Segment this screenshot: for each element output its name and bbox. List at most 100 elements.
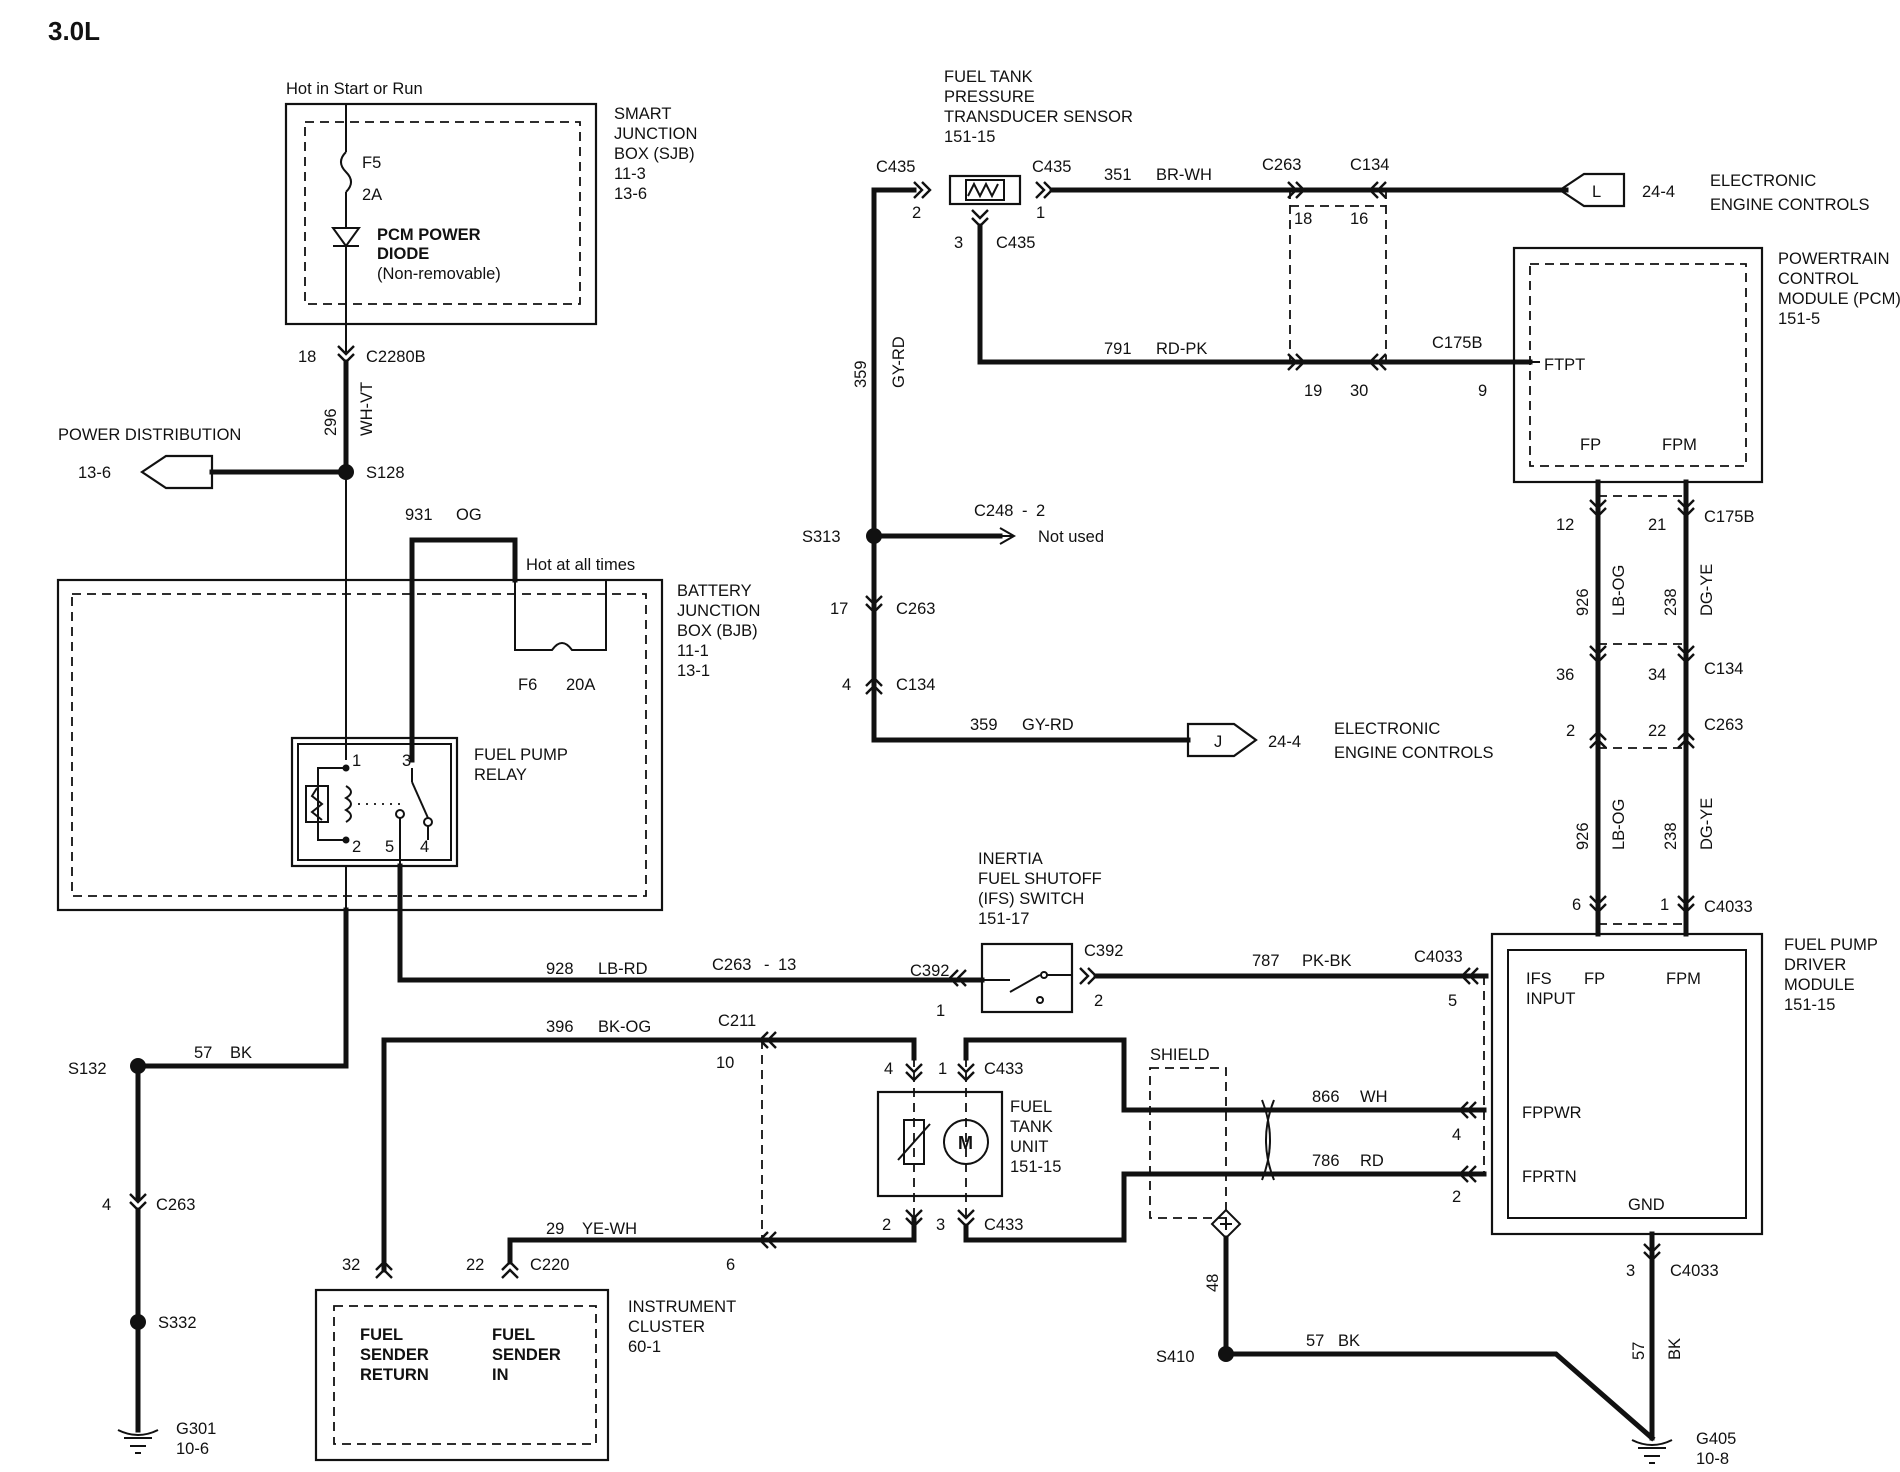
wire-866-pin: 4 — [1452, 1126, 1461, 1144]
wire-359-h-number: 359 — [970, 716, 998, 734]
wire-791-pin-9: 9 — [1478, 382, 1487, 400]
relay-resistor-icon — [305, 785, 329, 823]
fuse-f6-rating: 20A — [566, 676, 595, 694]
eec-j-ref: 24-4 — [1268, 733, 1301, 751]
fuel-tank-pressure-transducer-sensor: FUEL TANK PRESSURE TRANSDUCER SENSOR 151… — [876, 68, 1133, 252]
c433-bottom-label: C433 — [984, 1216, 1023, 1234]
ifs-name-4: 151-17 — [978, 910, 1029, 928]
splice-s313-label: S313 — [802, 528, 841, 546]
relay-pin-2: 2 — [352, 838, 361, 856]
c263-fp-connector-icon — [1589, 730, 1607, 749]
fpdm-name-2: DRIVER — [1784, 956, 1846, 974]
wire-928-dash: - — [764, 956, 770, 974]
smart-junction-box: Hot in Start or Run SMART JUNCTION BOX (… — [284, 80, 697, 366]
fuel-tank-unit-name-2: TANK — [1010, 1118, 1053, 1136]
c134-mid-label: C134 — [896, 676, 935, 694]
c4033-fpm-connector-icon — [1677, 895, 1695, 914]
page-title: 3.0L — [48, 16, 100, 46]
ifs-switch-icon — [1009, 974, 1041, 993]
fpdm-fprtn: FPRTN — [1522, 1168, 1577, 1186]
relay-pin-4: 4 — [420, 838, 429, 856]
sjb-name-1: SMART — [614, 105, 671, 123]
c175b-right-label: C175B — [1704, 508, 1754, 526]
sjb-name-5: 13-6 — [614, 185, 647, 203]
c263-right-label: C263 — [1704, 716, 1743, 734]
wire-866-color: WH — [1360, 1088, 1388, 1106]
eec-j-flag — [1186, 722, 1258, 758]
c435-bottom-pin: 3 — [954, 234, 963, 252]
eec-l-flag — [1558, 172, 1626, 208]
wire-928-number: 928 — [546, 960, 574, 978]
wire-396-connector: C211 — [718, 1012, 756, 1030]
ftpt-name-2: PRESSURE — [944, 88, 1035, 106]
wire-931-color: OG — [456, 506, 482, 524]
fuel-tank-unit-name-3: UNIT — [1010, 1138, 1049, 1156]
eec-j-name-2: ENGINE CONTROLS — [1334, 744, 1494, 762]
ftpt-name-3: TRANSDUCER SENSOR — [944, 108, 1133, 126]
fpdm-gnd: GND — [1628, 1196, 1665, 1214]
c134-pin-34: 34 — [1648, 666, 1666, 684]
c4033-pin-1: 1 — [1660, 896, 1669, 914]
c433-pin1-connector-icon — [957, 1063, 975, 1082]
cluster-name-3: 60-1 — [628, 1338, 661, 1356]
fuel-tank-unit-name-4: 151-15 — [1010, 1158, 1061, 1176]
sjb-hot-note: Hot in Start or Run — [286, 80, 423, 98]
wire-296-color: WH-VT — [358, 382, 376, 436]
c134-pin-36: 36 — [1556, 666, 1574, 684]
c433-pin4-connector-icon — [905, 1063, 923, 1082]
wire-791-pin-19: 19 — [1304, 382, 1322, 400]
pcm-fpm: FPM — [1662, 436, 1697, 454]
ftpt-name-1: FUEL TANK — [944, 68, 1033, 86]
inertia-fuel-shutoff-switch: INERTIA FUEL SHUTOFF (IFS) SWITCH 151-17… — [910, 850, 1123, 1020]
wire-787-connector: C4033 — [1414, 948, 1463, 966]
c433-top-label: C433 — [984, 1060, 1023, 1078]
eec-l-ref: 24-4 — [1642, 183, 1675, 201]
ground-g301-icon — [117, 1429, 159, 1454]
c134-fpm-connector-icon — [1677, 645, 1695, 664]
power-distribution-flag — [140, 454, 214, 490]
wire-359-vert-color: GY-RD — [890, 336, 908, 388]
c4033-bottom-pin: 3 — [1626, 1262, 1635, 1280]
c263-pin-2: 2 — [1566, 722, 1575, 740]
wire-791-pin-30: 30 — [1350, 382, 1368, 400]
c263-mid-pin: 17 — [830, 600, 848, 618]
battery-junction-box: BATTERY JUNCTION BOX (BJB) 11-1 13-1 Hot… — [56, 556, 760, 912]
wire-351-pin-18: 18 — [1294, 210, 1312, 228]
c263-pin-22: 22 — [1648, 722, 1666, 740]
sjb-name-4: 11-3 — [614, 165, 646, 183]
diode-label-3: (Non-removable) — [377, 265, 501, 283]
c433-bottom-pin-2: 2 — [882, 1216, 891, 1234]
c4033-bottom-connector-icon — [1643, 1243, 1661, 1262]
twisted-pair-icon — [1261, 1099, 1275, 1181]
ifs-name-2: FUEL SHUTOFF — [978, 870, 1102, 888]
fuel-pump-motor-label: M — [958, 1133, 973, 1153]
c248-note: Not used — [1038, 528, 1104, 546]
wire-396-number: 396 — [546, 1018, 574, 1036]
c392-right-pin: 2 — [1094, 992, 1103, 1010]
bjb-name-2: JUNCTION — [677, 602, 760, 620]
wire-928-connector: C263 — [712, 956, 751, 974]
wire-787-number: 787 — [1252, 952, 1280, 970]
wire-396-color: BK-OG — [598, 1018, 651, 1036]
c433-top-pin-1: 1 — [938, 1060, 947, 1078]
fpdm-name-3: MODULE — [1784, 976, 1855, 994]
wire-57-left-number: 57 — [194, 1044, 212, 1062]
relay-coil-icon — [344, 785, 352, 823]
relay-switch-icon — [411, 781, 429, 819]
c134-right-label: C134 — [1704, 660, 1743, 678]
bjb-name-4: 11-1 — [677, 642, 709, 660]
c4033-pin-6: 6 — [1572, 896, 1581, 914]
c433-bottom-pin-3: 3 — [936, 1216, 945, 1234]
c134-791-connector-icon — [1368, 353, 1387, 371]
c175b-fpm-connector-icon — [1677, 499, 1695, 518]
pcm-name-2: CONTROL — [1778, 270, 1859, 288]
wire-926-lower: 926 — [1574, 822, 1592, 850]
fuel-sender-in-2: SENDER — [492, 1346, 561, 1364]
relay-pin-1: 1 — [352, 752, 361, 770]
wire-931-number: 931 — [405, 506, 433, 524]
fprtn-connector-icon — [1458, 1165, 1477, 1183]
wire-359-vert-number: 359 — [852, 360, 870, 388]
wire-787-color: PK-BK — [1302, 952, 1352, 970]
splice-s132-label: S132 — [68, 1060, 107, 1078]
